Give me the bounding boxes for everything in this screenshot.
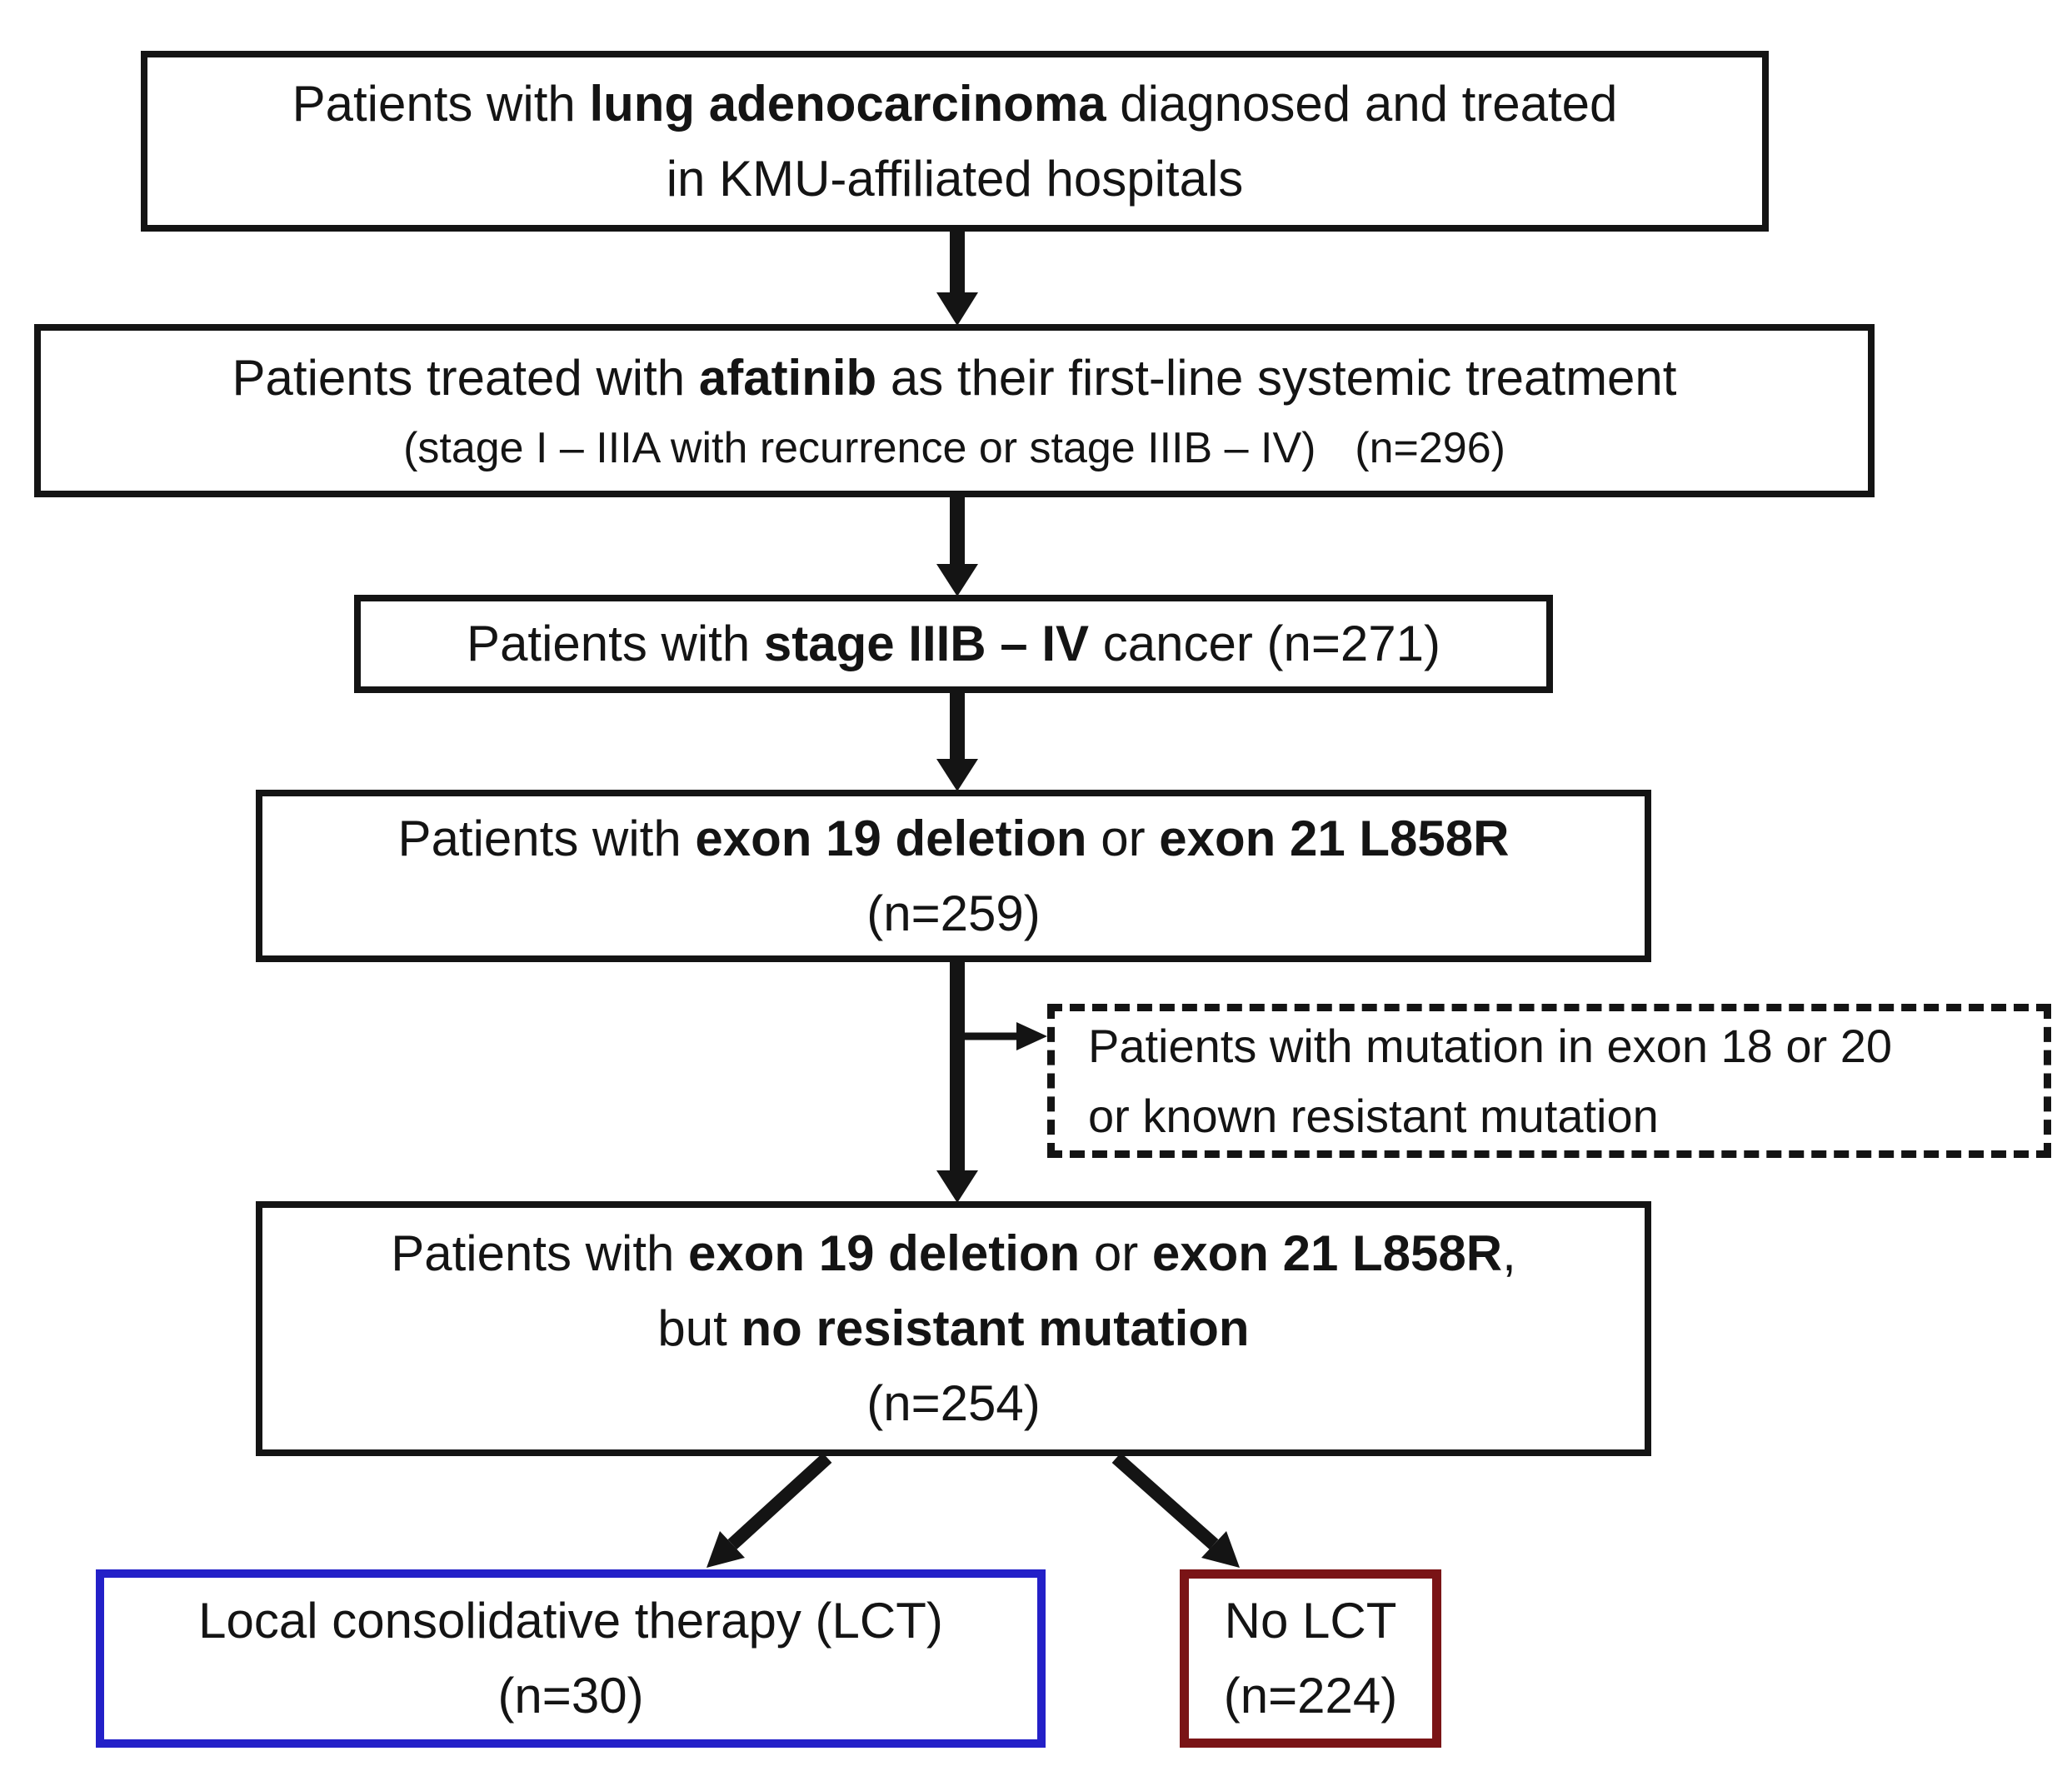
text-line: No LCT [1225, 1584, 1397, 1659]
text-line: Patients treated with afatinib as their … [232, 341, 1677, 416]
text-line: Patients with mutation in exon 18 or 20 [1088, 1011, 1892, 1081]
text-segment-bold: exon 19 deletion [688, 1225, 1081, 1281]
box-afatinib-first-line: Patients treated with afatinib as their … [34, 324, 1875, 497]
text-segment: Local consolidative therapy (LCT) [198, 1593, 943, 1649]
count-segment: (n=296) [1355, 424, 1505, 472]
text-segment: Patients with [391, 1225, 689, 1281]
box-excluded-mutations: Patients with mutation in exon 18 or 20 … [1047, 1004, 2051, 1158]
text-line: or known resistant mutation [1088, 1081, 1659, 1151]
text-segment: Patients with [397, 810, 696, 866]
text-segment: Patients with mutation in exon 18 or 20 [1088, 1019, 1893, 1072]
text-line: Patients with lung adenocarcinoma diagno… [292, 67, 1618, 142]
box-stage-iiib-iv: Patients with stage IIIB – IV cancer (n=… [354, 595, 1553, 693]
arrow-mutation-to-no-resistant [936, 959, 978, 1203]
text-line: (n=30) [497, 1659, 643, 1734]
box-no-resistant-mutation: Patients with exon 19 deletion or exon 2… [256, 1201, 1651, 1456]
text-segment: in KMU-affiliated hospitals [666, 150, 1244, 207]
text-segment: , [1502, 1225, 1516, 1281]
text-segment: or known resistant mutation [1088, 1089, 1659, 1142]
text-line: (n=254) [866, 1366, 1040, 1441]
text-segment: Patients with [467, 616, 764, 671]
arrow-cohort-to-afatinib [936, 228, 978, 326]
arrow-afatinib-to-stage [936, 494, 978, 596]
text-line: Patients with exon 19 deletion or exon 2… [398, 801, 1510, 876]
text-segment: or [1080, 1225, 1152, 1281]
text-segment-bold: lung adenocarcinoma [589, 75, 1106, 132]
text-line: (n=259) [866, 876, 1040, 951]
text-line: (n=224) [1224, 1659, 1397, 1734]
text-segment: No LCT [1224, 1593, 1397, 1649]
text-segment: Patients treated with [232, 350, 699, 406]
text-line: Patients with exon 19 deletion or exon 2… [391, 1216, 1516, 1291]
text-line: (stage I – IIIA with recurrence or stage… [403, 416, 1505, 481]
arrow-no-resistant-to-lct [706, 1453, 832, 1568]
text-segment-bold: stage IIIB – IV [763, 616, 1090, 671]
text-segment: Patients with [292, 75, 590, 132]
text-line: Patients with stage IIIB – IV cancer (n=… [467, 606, 1440, 681]
count-segment: (n=259) [866, 885, 1041, 941]
text-segment: (stage I – IIIA with recurrence or stage… [403, 424, 1316, 472]
text-line: in KMU-affiliated hospitals [667, 142, 1244, 217]
box-lct: Local consolidative therapy (LCT) (n=30) [96, 1569, 1046, 1748]
count-segment: (n=254) [866, 1375, 1041, 1431]
text-segment-bold: exon 19 deletion [695, 810, 1087, 866]
box-cohort: Patients with lung adenocarcinoma diagno… [141, 51, 1769, 232]
text-segment: or [1086, 810, 1160, 866]
text-segment: as their first-line systemic treatment [876, 350, 1677, 406]
text-segment: cancer (n=271) [1089, 616, 1440, 671]
text-line: Local consolidative therapy (LCT) [198, 1584, 943, 1659]
box-no-lct: No LCT (n=224) [1180, 1569, 1441, 1748]
count-segment: (n=224) [1223, 1668, 1398, 1724]
text-segment-bold: no resistant mutation [741, 1300, 1250, 1356]
arrow-branch-to-excluded [957, 1022, 1047, 1050]
box-exon19-l858r: Patients with exon 19 deletion or exon 2… [256, 790, 1651, 962]
text-segment-bold: afatinib [698, 350, 877, 406]
arrow-no-resistant-to-no-lct [1111, 1453, 1240, 1568]
arrow-stage-to-mutation [936, 690, 978, 791]
text-segment: diagnosed and treated [1106, 75, 1618, 132]
text-segment: but [657, 1300, 741, 1356]
text-segment-bold: exon 21 L858R [1151, 1225, 1503, 1281]
text-segment-bold: exon 21 L858R [1159, 810, 1510, 866]
text-line: but no resistant mutation [657, 1291, 1249, 1366]
count-segment: (n=30) [497, 1668, 644, 1724]
